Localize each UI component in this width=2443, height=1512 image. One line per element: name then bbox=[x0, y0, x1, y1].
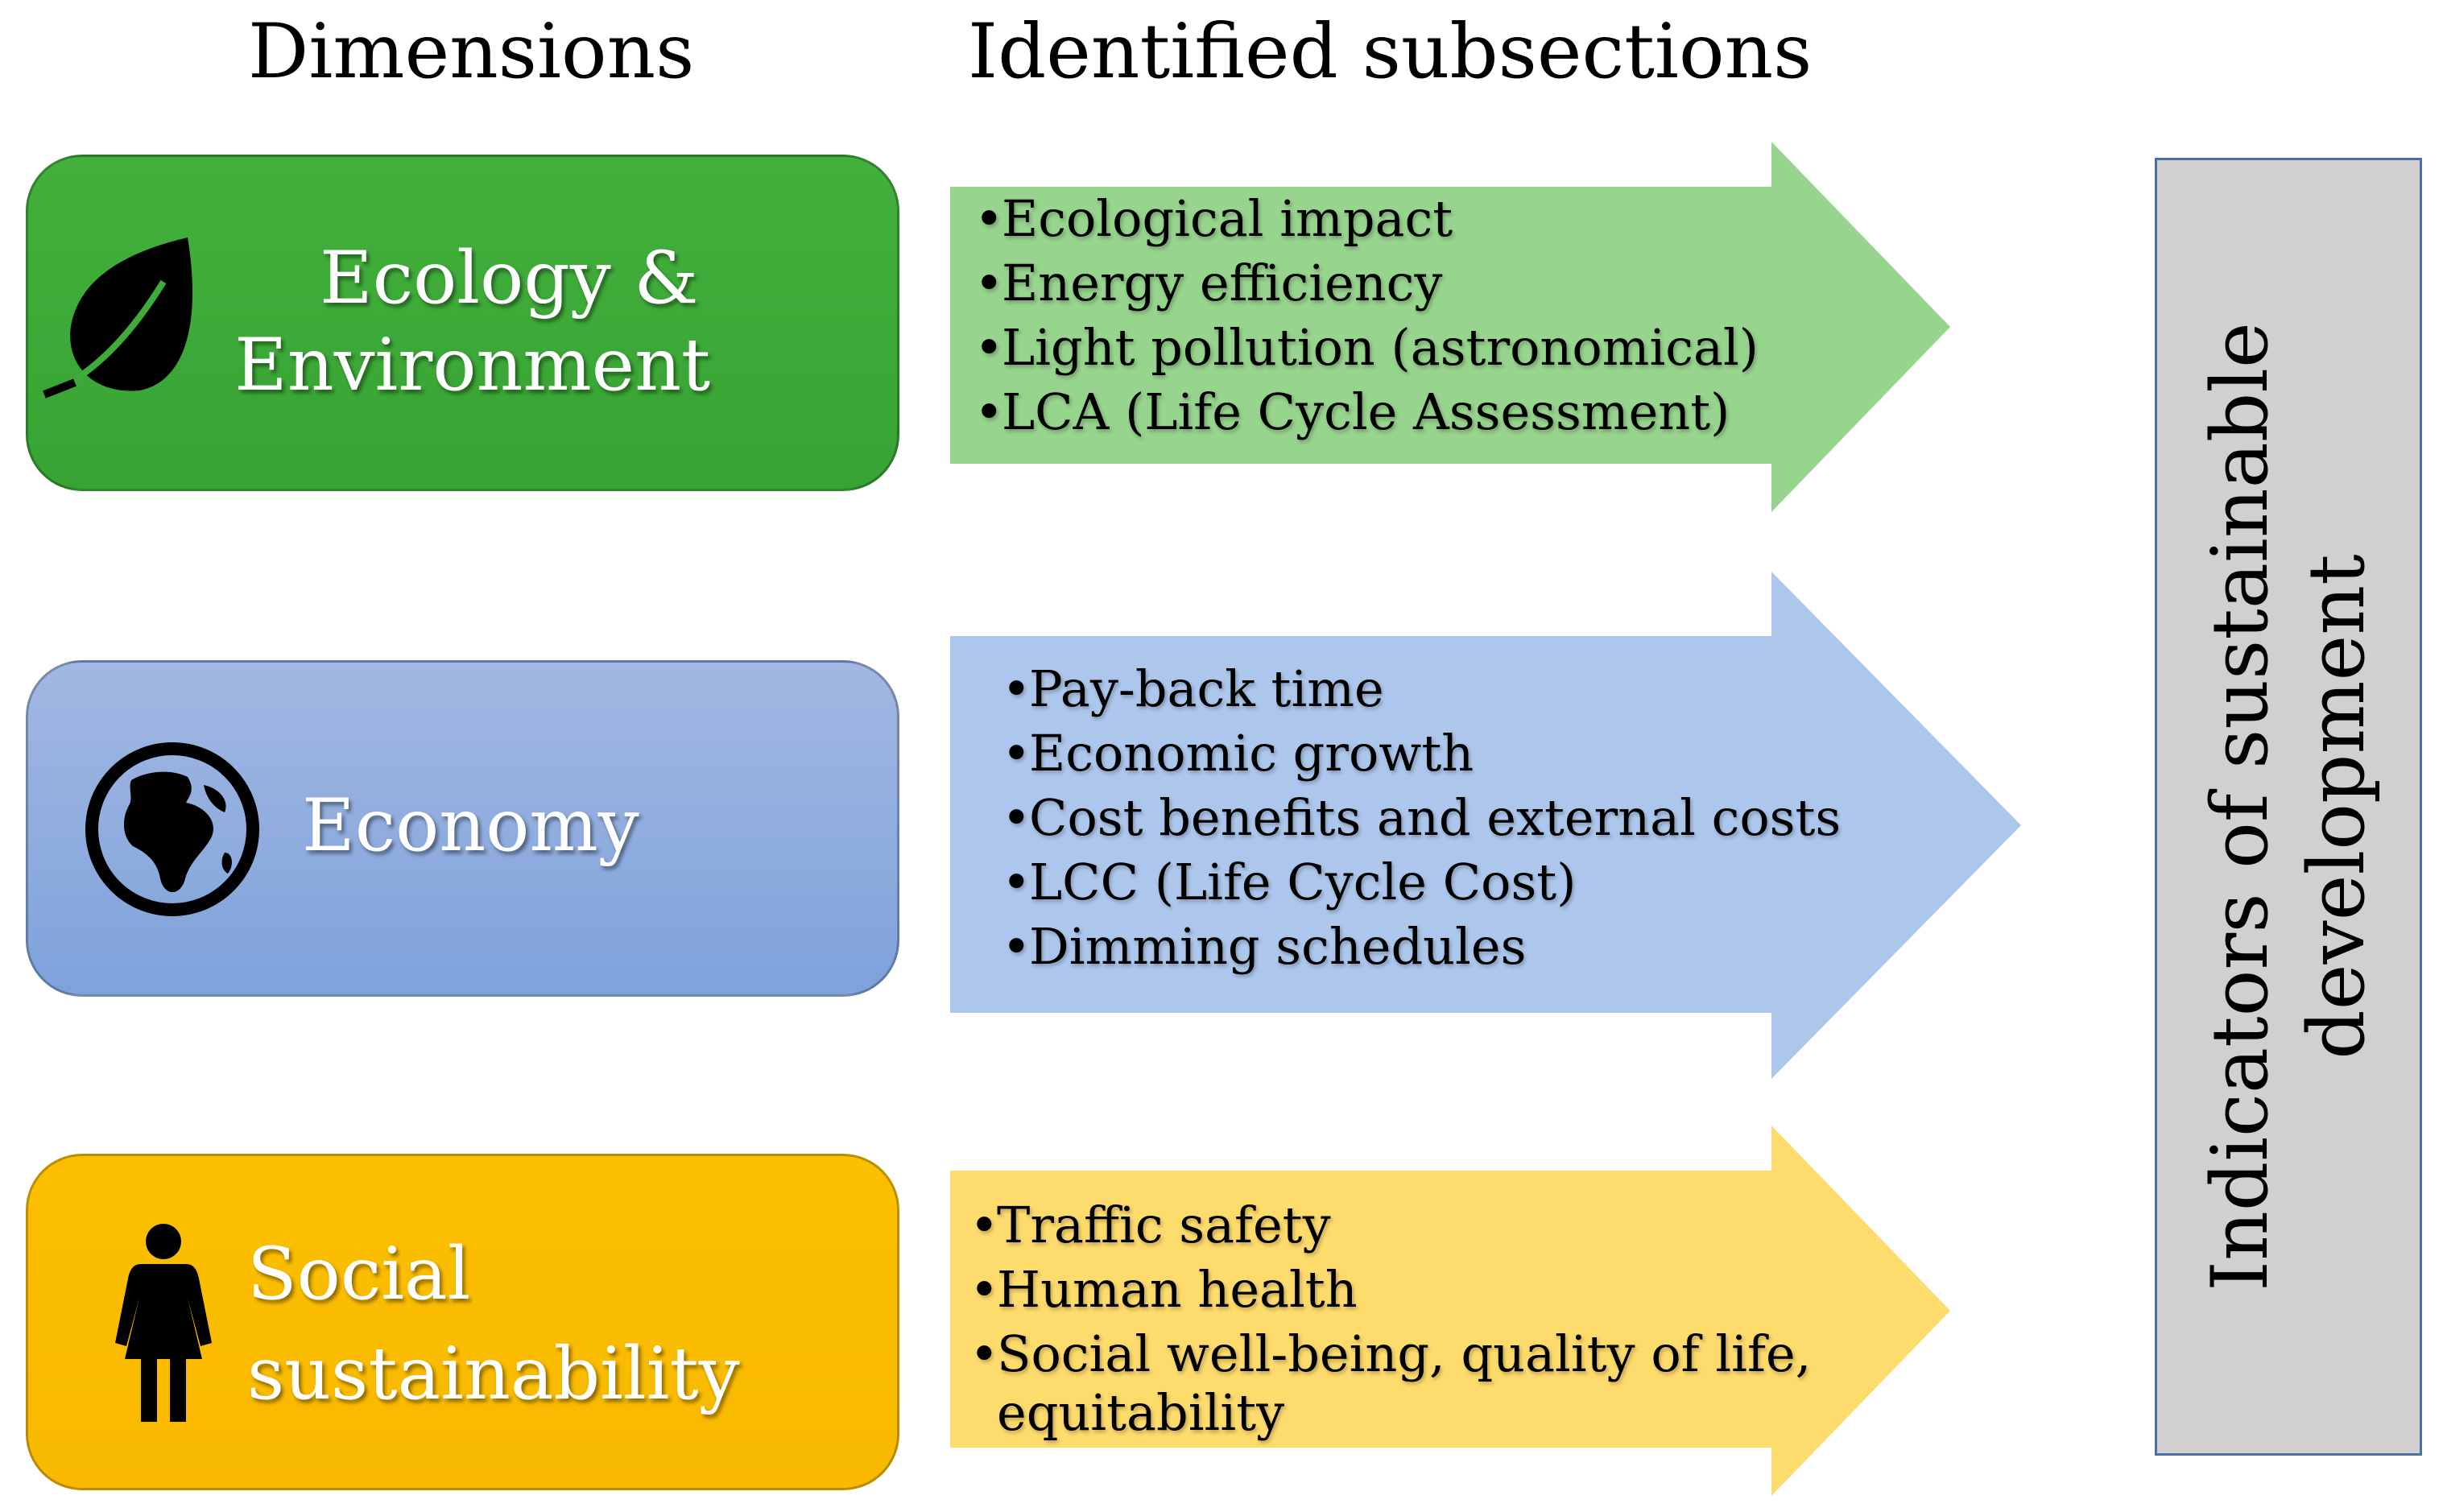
list-item: •Human health bbox=[969, 1260, 1358, 1319]
list-item: •Cost benefits and external costs bbox=[1002, 788, 1842, 847]
economy-subsections-arrow: •Pay-back time •Economic growth •Cost be… bbox=[950, 572, 2029, 1079]
person-icon bbox=[114, 1222, 213, 1423]
social-subsections-arrow: •Traffic safety •Human health •Social we… bbox=[950, 1126, 1957, 1496]
ecology-subsections-arrow: •Ecological impact •Energy efficiency •L… bbox=[950, 142, 1957, 512]
ecology-subsections-list: •Ecological impact •Energy efficiency •L… bbox=[974, 187, 1759, 444]
social-sustainability-box: Social sustainability bbox=[26, 1154, 899, 1490]
list-item: •Ecological impact bbox=[974, 189, 1453, 248]
list-item: •LCA (Life Cycle Assessment) bbox=[974, 382, 1730, 441]
list-item: •Economic growth bbox=[1002, 724, 1474, 783]
list-item: •Light pollution (astronomical) bbox=[974, 318, 1759, 377]
list-item: •Traffic safety bbox=[969, 1196, 1331, 1254]
globe-icon bbox=[83, 740, 262, 919]
subsections-header: Identified subsections bbox=[968, 8, 1813, 96]
list-item: •Social well-being, quality of life, bbox=[969, 1324, 1812, 1383]
economy-title: Economy bbox=[302, 783, 639, 868]
ecology-environment-box: Ecology & Environment bbox=[26, 155, 899, 491]
indicators-label-line2: development bbox=[2292, 554, 2382, 1060]
indicators-label-line1: Indicators of sustainable bbox=[2195, 322, 2285, 1291]
list-item: •Energy efficiency bbox=[974, 254, 1443, 312]
indicators-box: Indicators of sustainable development bbox=[2155, 158, 2422, 1456]
list-item: •Pay-back time bbox=[1002, 659, 1384, 718]
list-item: •LCC (Life Cycle Cost) bbox=[1002, 853, 1577, 911]
indicators-label: Indicators of sustainable development bbox=[2192, 322, 2385, 1291]
economy-subsections-list: •Pay-back time •Economic growth •Cost be… bbox=[1002, 657, 1841, 979]
dimensions-header: Dimensions bbox=[248, 8, 695, 96]
ecology-title-line2: Environment bbox=[234, 323, 711, 407]
list-item: equitability bbox=[997, 1383, 1285, 1442]
social-title-line1: Social bbox=[247, 1232, 471, 1316]
economy-box: Economy bbox=[26, 660, 899, 997]
list-item: •Dimming schedules bbox=[1002, 917, 1527, 976]
leaf-icon bbox=[43, 238, 196, 399]
social-subsections-list: •Traffic safety •Human health •Social we… bbox=[969, 1193, 1811, 1440]
ecology-title-line1: Ecology & bbox=[320, 236, 699, 320]
social-title-line2: sustainability bbox=[247, 1332, 740, 1416]
